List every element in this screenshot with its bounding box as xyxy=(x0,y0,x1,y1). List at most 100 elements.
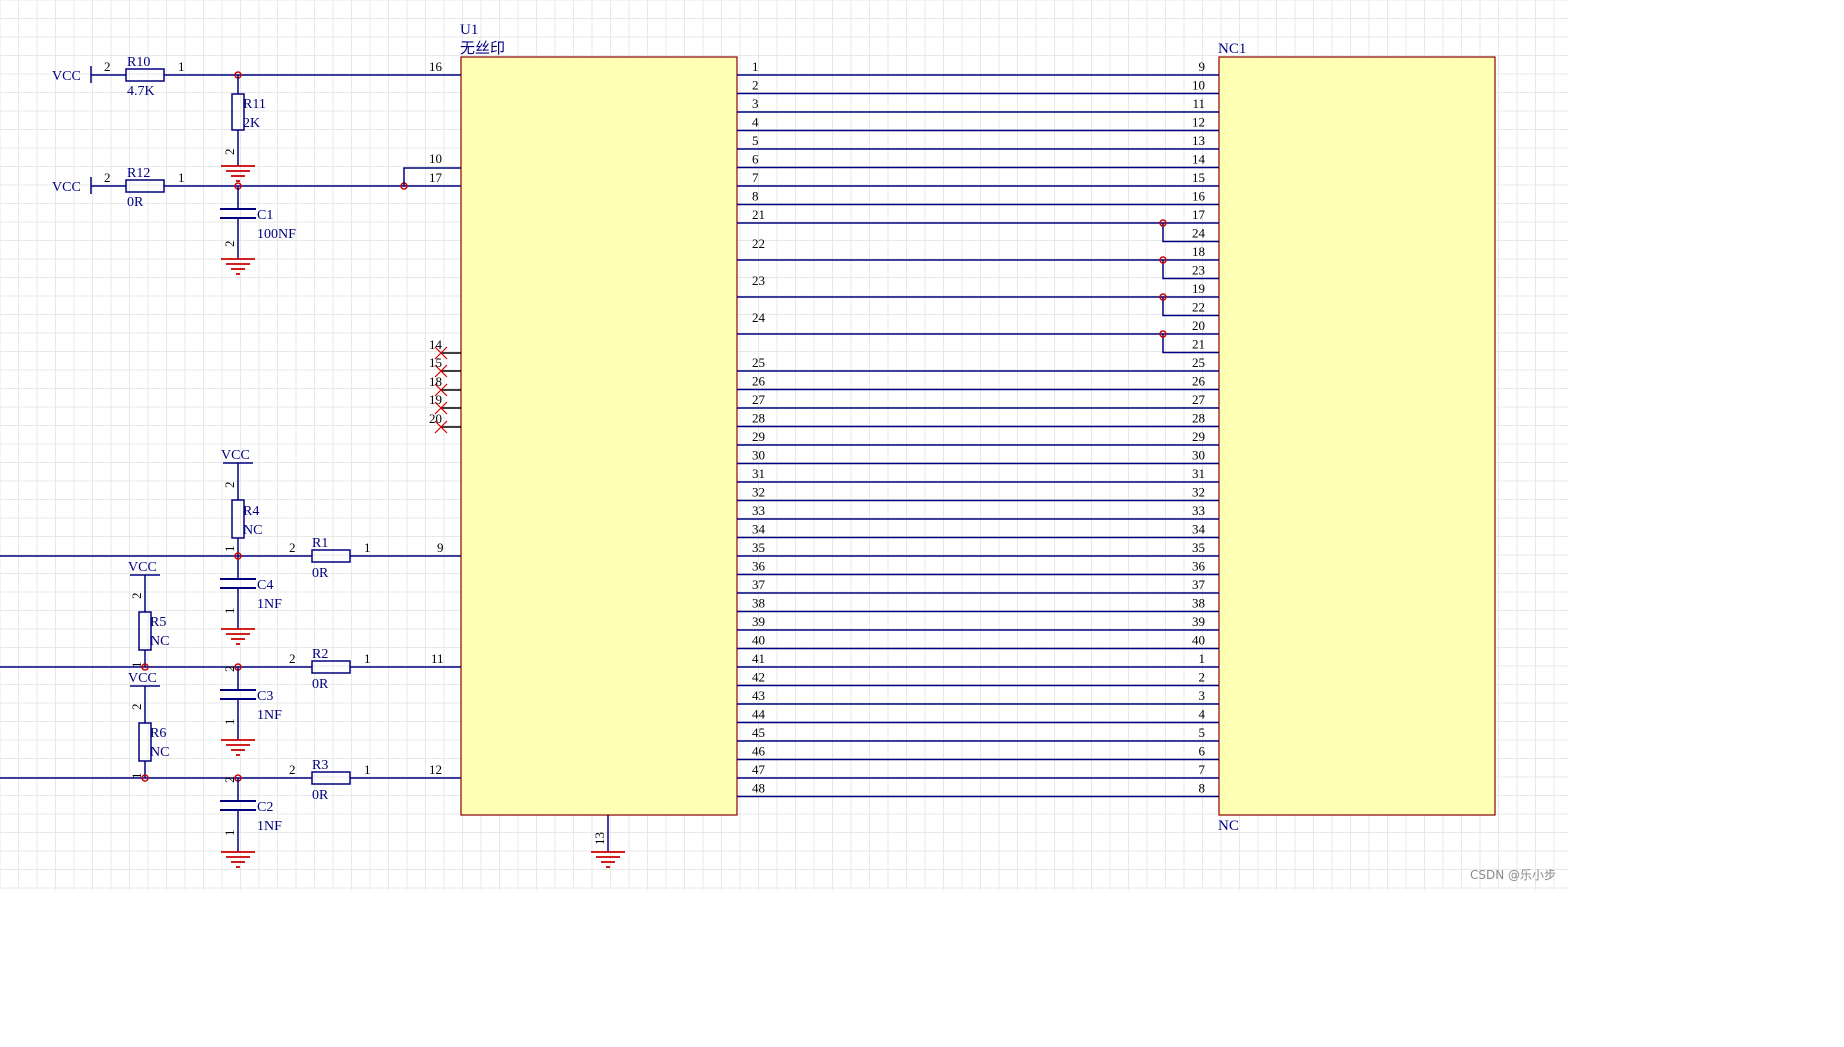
c2-pin1: 1 xyxy=(222,830,237,837)
r6-value: NC xyxy=(150,745,169,760)
c1-designator: C1 xyxy=(257,208,273,223)
u1-pin-39: 39 xyxy=(752,614,765,629)
nc1-pin-2: 2 xyxy=(1199,670,1206,685)
u1-pin-2: 2 xyxy=(752,78,759,93)
r11-value: 2K xyxy=(243,116,260,131)
nc1-pin-6: 6 xyxy=(1199,744,1206,759)
u1-pin-17: 17 xyxy=(429,170,443,185)
u1-pin-19: 19 xyxy=(429,392,442,407)
c3-pin2: 2 xyxy=(222,666,237,673)
r6-pin2: 2 xyxy=(129,704,144,711)
r1-value: 0R xyxy=(312,566,329,581)
u1-pin-32: 32 xyxy=(752,485,765,500)
vcc-label: VCC xyxy=(221,448,250,463)
vcc-label: VCC xyxy=(52,69,81,84)
no-connect-mark xyxy=(434,401,448,415)
nc1-symbol[interactable]: NC1 NC xyxy=(1218,41,1496,834)
u1-pin-8: 8 xyxy=(752,189,759,204)
nc1-pin-1: 1 xyxy=(1199,651,1206,666)
net-wire xyxy=(1162,334,1219,354)
junction xyxy=(1159,330,1167,338)
nc1-pin-17: 17 xyxy=(1192,207,1206,222)
junction xyxy=(1159,219,1167,227)
junction xyxy=(1159,256,1167,264)
nc1-pin-20: 20 xyxy=(1192,318,1205,333)
c2-value: 1NF xyxy=(257,819,282,834)
nc1-pin-36: 36 xyxy=(1192,559,1206,574)
nc1-body[interactable] xyxy=(1218,56,1496,816)
r2-body[interactable] xyxy=(311,660,351,674)
c2-pin2: 2 xyxy=(222,777,237,784)
nc1-comment: NC xyxy=(1218,818,1239,834)
nc1-pin-30: 30 xyxy=(1192,448,1205,463)
u1-pin-6: 6 xyxy=(752,152,759,167)
junction xyxy=(141,663,149,671)
u1-pin-1: 1 xyxy=(752,59,759,74)
u1-pin-7: 7 xyxy=(752,170,759,185)
nc1-pin-28: 28 xyxy=(1192,411,1205,426)
u1-pin-16: 16 xyxy=(429,59,443,74)
u1-pin-9: 9 xyxy=(437,540,444,555)
u1-pin-11: 11 xyxy=(431,651,444,666)
u1-pin-20: 20 xyxy=(429,411,442,426)
junction xyxy=(234,552,242,560)
r10-pin2: 2 xyxy=(104,59,111,74)
r1-body[interactable] xyxy=(311,549,351,563)
watermark: CSDN @乐小步 xyxy=(1470,868,1556,882)
u1-pin-47: 47 xyxy=(752,762,766,777)
r3-value: 0R xyxy=(312,788,329,803)
nc1-pin-32: 32 xyxy=(1192,485,1205,500)
r10-body[interactable] xyxy=(125,68,165,82)
u1-pin-13: 13 xyxy=(592,832,607,845)
r1-pin1: 1 xyxy=(364,540,371,555)
r1-pin2: 2 xyxy=(289,540,296,555)
no-connect-mark xyxy=(434,346,448,360)
u1-pin-23: 23 xyxy=(752,273,765,288)
r10-value: 4.7K xyxy=(127,84,155,99)
u1-symbol[interactable]: U1 无丝印 xyxy=(460,22,738,816)
u1-pin-31: 31 xyxy=(752,466,765,481)
r12-designator: R12 xyxy=(127,166,150,181)
nc1-pin-23: 23 xyxy=(1192,263,1205,278)
r1-designator: R1 xyxy=(312,536,328,551)
u1-pin-12: 12 xyxy=(429,762,442,777)
c3-value: 1NF xyxy=(257,708,282,723)
nc1-pin-8: 8 xyxy=(1199,781,1206,796)
u1-pin-44: 44 xyxy=(752,707,766,722)
nc1-pin-24: 24 xyxy=(1192,226,1206,241)
r5-pin2: 2 xyxy=(129,593,144,600)
u1-pin-48: 48 xyxy=(752,781,765,796)
nc1-pin-38: 38 xyxy=(1192,596,1205,611)
r2-designator: R2 xyxy=(312,647,328,662)
r2-value: 0R xyxy=(312,677,329,692)
r2-pin1: 1 xyxy=(364,651,371,666)
u1-body[interactable] xyxy=(460,56,738,816)
junction xyxy=(141,774,149,782)
no-connect-mark xyxy=(434,420,448,434)
c4-designator: C4 xyxy=(257,578,273,593)
channel-2: VCC R5 NC 2 1 2 1 R2 0R 11 C3 1NF 2 1 xyxy=(0,560,461,740)
nc1-pin-39: 39 xyxy=(1192,614,1205,629)
r2-pin2: 2 xyxy=(289,651,296,666)
pullup-network: VCC 2 1 R10 4.7K 16 R11 2K 2 VCC 2 1 R12… xyxy=(52,55,461,259)
nc1-pin-27: 27 xyxy=(1192,392,1206,407)
c2-designator: C2 xyxy=(257,800,273,815)
u1-comment: 无丝印 xyxy=(460,40,505,57)
r12-body[interactable] xyxy=(125,179,165,193)
u1-pin-21: 21 xyxy=(752,207,765,222)
u1-pin-29: 29 xyxy=(752,429,765,444)
r3-body[interactable] xyxy=(311,771,351,785)
channel-1: VCC R4 NC 2 1 2 1 R1 0R 9 C4 1NF 1 xyxy=(0,448,461,629)
c3-designator: C3 xyxy=(257,689,273,704)
u1-pin-37: 37 xyxy=(752,577,766,592)
u1-pin-5: 5 xyxy=(752,133,759,148)
r11-designator: R11 xyxy=(243,97,266,112)
nc1-pin-31: 31 xyxy=(1192,466,1205,481)
r4-pin2: 2 xyxy=(222,482,237,489)
u1-pin-27: 27 xyxy=(752,392,766,407)
vcc-label: VCC xyxy=(128,671,157,686)
r4-value: NC xyxy=(243,523,262,538)
u1-pin-43: 43 xyxy=(752,688,765,703)
nc1-pin-7: 7 xyxy=(1199,762,1206,777)
